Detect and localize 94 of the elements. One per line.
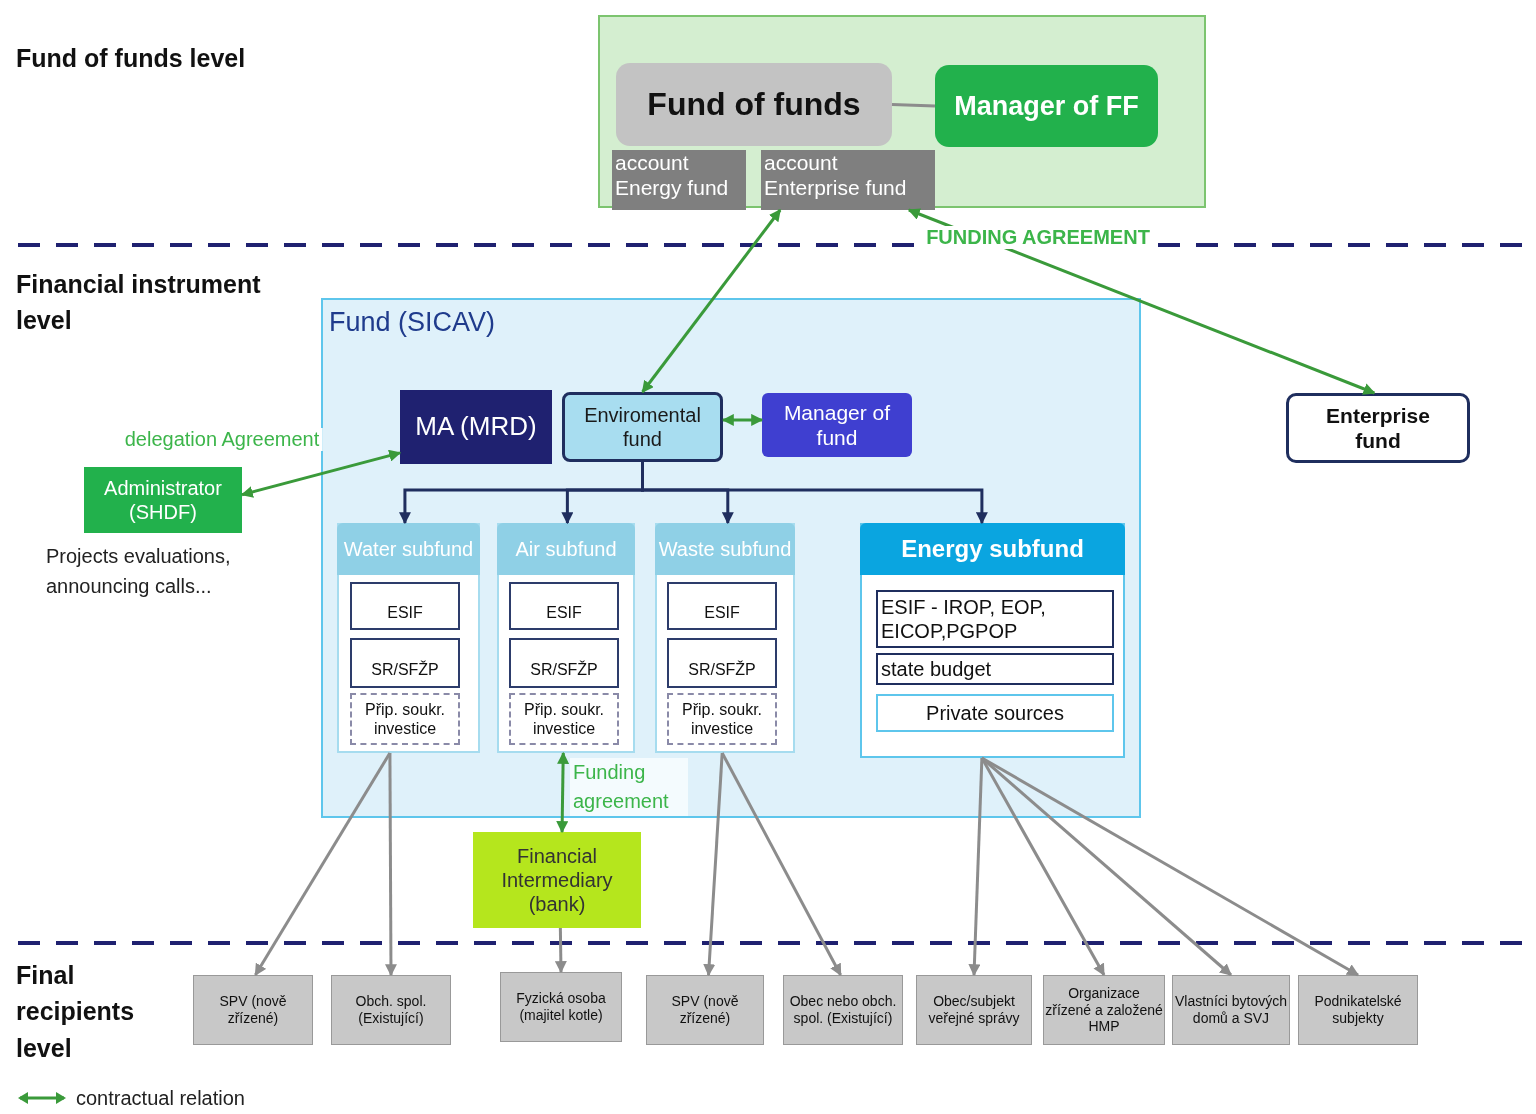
fund-box [616,63,892,146]
subfund-panel [655,523,795,753]
node-label: ESIF [704,603,740,623]
recipient-box [1298,975,1418,1045]
arrow [980,756,1232,977]
legend-label: contractual relation [76,1087,245,1110]
level-label: Financial instrument level [16,269,262,337]
recipient-box [1043,975,1165,1045]
subfund-panel [337,523,480,753]
node-label: Obec nebo obch. spol. (Existující) [788,993,898,1027]
node-label: Administrator (SHDF) [103,476,223,524]
manager-box [935,65,1158,147]
recipient-box [1172,975,1290,1045]
node-label: Obch. spol. (Existující) [354,993,428,1027]
source-box [876,590,1114,648]
node-label: SR/SFŽP [371,659,439,680]
recipient-box [646,975,764,1045]
account-box [761,150,935,210]
subfund-panel [497,523,635,753]
manager-box [762,393,912,457]
node-label: Private sources [926,701,1064,725]
recipient-box [193,975,313,1045]
subfund-header: Energy subfund [860,523,1125,575]
fund-box [562,392,723,462]
node-label: state budget [880,657,993,681]
fund-panel [321,298,1141,818]
recipient-box [500,972,622,1042]
node-label: account Enterprise fund [763,150,908,201]
arrow [703,752,724,977]
node-label: Enviromental fund [583,403,702,451]
edge-label: Funding agreement [570,758,688,816]
node-label: Přip. soukr. investice [364,699,446,739]
subfund-panel [860,523,1125,758]
node-label: SR/SFŽP [530,659,598,680]
node-label: ESIF [387,603,423,623]
source-box [876,694,1114,732]
node-label: SPV (nově zřízené) [218,993,288,1027]
arrow [554,927,567,974]
node-label: ESIF [546,603,582,623]
subfund-header: Air subfund [497,523,635,575]
node-label: Vlastníci bytových domů a SVJ [1173,993,1289,1027]
node-label: Podnikatelské subjekty [1313,993,1403,1027]
level-label: Final recipients level [16,960,136,1064]
recipient-box [916,975,1032,1045]
node-label: SR/SFŽP [688,659,756,680]
node-label: Obec/subjekt veřejné správy [927,993,1021,1027]
subfund-header: Waste subfund [655,523,795,575]
panel-title: Fund (SICAV) [329,306,496,339]
arrow [641,462,988,525]
node-label: ESIF - IROP, EOP, EICOP,PGPOP [880,595,1047,643]
source-box [667,582,777,630]
source-box [350,693,460,745]
arrow [384,753,397,977]
node-label: Přip. soukr. investice [681,699,763,739]
arrow [240,449,402,498]
intermediary-box [473,832,641,928]
subfund-header: Water subfund [337,523,480,575]
source-box [667,638,777,688]
source-box [350,582,460,630]
node-label: Přip. soukr. investice [523,699,605,739]
arrow [641,209,782,393]
fund-box [1286,393,1470,463]
level-panel [598,15,1206,208]
source-box [876,653,1114,685]
arrow [968,757,984,977]
node-label: Financial Intermediary (bank) [500,844,614,916]
node-label: SPV (nově zřízené) [670,993,740,1027]
connector-line [891,103,936,108]
arrow [720,752,842,977]
authority-box [400,390,552,464]
node-label: Enterprise fund [1326,402,1430,454]
node-label: Fyzická osoba (majitel kotle) [515,990,607,1024]
arrow [907,208,1376,395]
node-label: Manager of fund [782,399,892,451]
arrow [254,752,392,977]
node-label: account Energy fund [614,150,730,201]
source-box [509,693,619,745]
recipient-box [783,975,903,1045]
arrow [556,751,570,834]
source-box [509,582,619,630]
node-note: Projects evaluations, announcing calls... [46,544,232,599]
source-box [350,638,460,688]
level-label: Fund of funds level [16,43,247,74]
account-box [612,150,746,210]
node-label: Organizace zřízené a založené HMP [1044,984,1164,1036]
node-label: Manager of FF [954,89,1139,123]
node-label: MA (MRD) [415,411,537,443]
node-label: Fund of funds [647,85,861,124]
arrow [981,756,1360,977]
source-box [667,693,777,745]
arrow [721,413,764,426]
recipient-box [331,975,451,1045]
administrator-box [84,467,242,533]
source-box [509,638,619,688]
